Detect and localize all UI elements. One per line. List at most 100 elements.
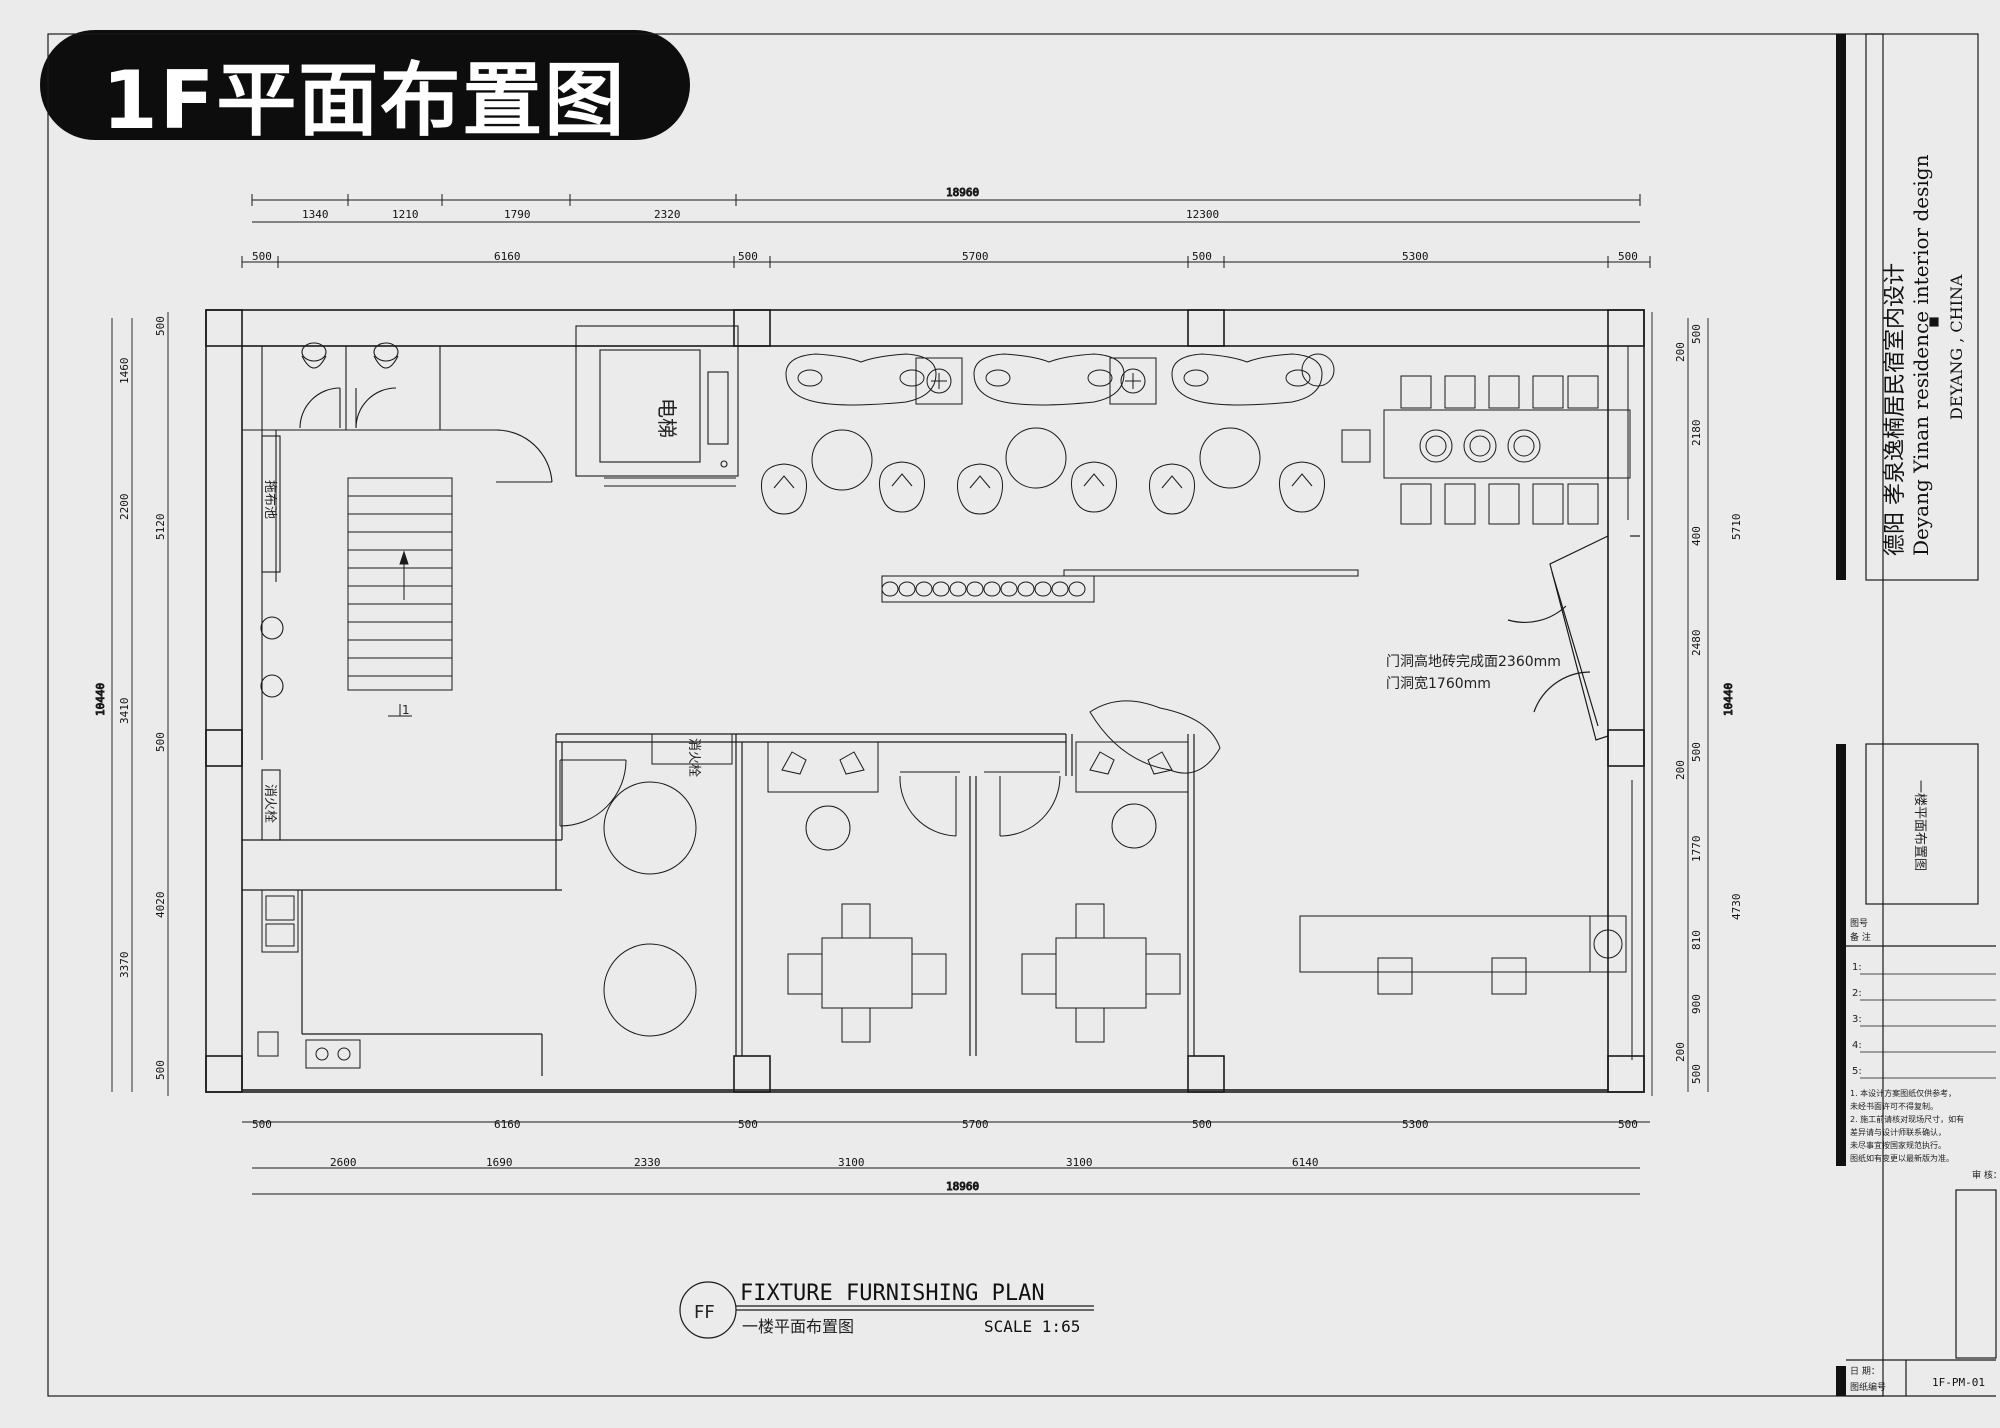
- planter-stone: [1034, 581, 1052, 597]
- dim-left-inner-label: 5120: [154, 514, 167, 541]
- planter-stone: [983, 581, 1001, 597]
- lounge-chair: [878, 461, 926, 513]
- dining-chair: [1444, 375, 1476, 409]
- dim-top-row2-label: 500: [252, 250, 272, 263]
- lounge-chair: [1148, 463, 1196, 515]
- badge-title: 1F平面布置图: [102, 54, 627, 147]
- lounge-chair-cushion: [1083, 473, 1105, 487]
- dim-left-outer-label: 3370: [118, 952, 131, 979]
- title-badge: 1F平面布置图: [40, 30, 690, 147]
- dim-right-inner-label: 810: [1690, 930, 1703, 950]
- note-text: 未经书面许可不得复制。: [1850, 1101, 1938, 1111]
- note-number: 1:: [1852, 962, 1862, 973]
- dim-top-row2-label: 500: [738, 250, 758, 263]
- lower-rooms: [242, 733, 1195, 1076]
- title-block-frame: [1836, 33, 1997, 1397]
- dim-left-outer-label: 3410: [118, 698, 131, 725]
- dim-bottom-row1-label: 500: [1192, 1118, 1212, 1131]
- dim-right-inner-label: 900: [1690, 994, 1703, 1014]
- dining-chair: [1532, 375, 1564, 409]
- dim-bottom-row2-label: 3100: [1066, 1156, 1093, 1169]
- dim-top-row2-label: 5700: [962, 250, 989, 263]
- company-cn: 德阳 孝泉逸楠居民宿室内设计: [1883, 263, 1908, 556]
- hydrant-left-label: 消火栓: [262, 784, 277, 823]
- lounge-chair-cushion: [891, 473, 913, 487]
- dim-top-row1-label: 12300: [1186, 208, 1219, 221]
- review-label: 审 核：: [1972, 1169, 2000, 1181]
- top-dimensions: [241, 194, 1651, 268]
- dim-bottom-row2-label: 1690: [486, 1156, 513, 1169]
- staircase: [347, 477, 453, 717]
- dim-left-inner-label: 500: [154, 1060, 167, 1080]
- dim-left-outer-label: 1460: [118, 358, 131, 385]
- left-dimensions: [111, 312, 169, 1096]
- dim-left-inner-label: 4020: [154, 892, 167, 919]
- plan-title-en: FIXTURE FURNISHING PLAN: [740, 1281, 1045, 1306]
- note-number: 2:: [1852, 988, 1862, 999]
- hydrant-right-label: 消火栓: [686, 738, 701, 777]
- note-text: 未尽事宜按国家规范执行。: [1850, 1140, 1946, 1150]
- dim-right-inner-label: 1770: [1690, 836, 1703, 863]
- note-number: 4:: [1852, 1040, 1862, 1051]
- dim-bottom-row1-label: 500: [1618, 1118, 1638, 1131]
- dining-chairs: [1400, 375, 1599, 525]
- dining-table: [1341, 346, 1631, 520]
- door-note-width: 门洞宽1760mm: [1386, 675, 1491, 692]
- planter-stone: [949, 581, 967, 597]
- lounge-chair: [956, 463, 1004, 515]
- company-location: DEYANG , CHINA: [1947, 274, 1966, 420]
- plan-title-block: [679, 1281, 1094, 1339]
- bar-counter: [1299, 780, 1633, 1060]
- dim-top-row2-label: 6160: [494, 250, 521, 263]
- dim-top-row1-label: 1790: [504, 208, 531, 221]
- note-text: 图纸如有变更以最新版为准。: [1850, 1153, 1954, 1163]
- company-en: Deyang Yinan residence interior design: [1909, 154, 1933, 556]
- dim-bottom-row1-label: 5300: [1402, 1118, 1429, 1131]
- dim-right-inner-label: 2480: [1690, 630, 1703, 657]
- lounge-chair-cushion: [773, 475, 795, 489]
- dim-left-inner-label: 500: [154, 316, 167, 336]
- dim-right-inner-label: 2180: [1690, 420, 1703, 447]
- planter-stone: [966, 581, 984, 597]
- lounge-chair: [760, 463, 808, 515]
- lounge-chairs: [760, 461, 1326, 515]
- lounge-chair-cushion: [1161, 475, 1183, 489]
- note-number: 5:: [1852, 1066, 1862, 1077]
- sheet-border: [47, 33, 1884, 1397]
- dining-chair: [1400, 483, 1432, 525]
- date-label: 日 期：: [1850, 1366, 1880, 1377]
- dim-left-total: 10440: [94, 683, 107, 716]
- plan-marker: FF: [694, 1302, 715, 1323]
- note-text: 1. 本设计方案图纸仅供参考，: [1850, 1088, 1956, 1098]
- room1-furniture: [603, 781, 697, 1037]
- drawing-name: 一楼平面布置图: [1912, 780, 1927, 871]
- dim-top-row1-label: 2320: [654, 208, 681, 221]
- lounge-sofas: [785, 353, 1335, 491]
- dim-top-row1-label: 1210: [392, 208, 419, 221]
- dining-chair: [1444, 483, 1476, 525]
- kitchen-equipment: [257, 889, 361, 1069]
- exterior-walls: [205, 309, 1645, 1093]
- dim-right-inner-label: 500: [1690, 324, 1703, 344]
- dining-chair: [1400, 375, 1432, 409]
- elevator: [575, 325, 739, 487]
- dining-chair: [1488, 483, 1520, 525]
- dim-bottom-total: 18960: [946, 1180, 979, 1193]
- planter-stone: [1068, 581, 1086, 597]
- planter-stone: [1000, 581, 1018, 597]
- dim-right-inner-label: 200: [1674, 342, 1687, 362]
- toilet-block: 拖布池 消火栓: [242, 342, 553, 841]
- drawing-no-label: 图纸编号: [1850, 1381, 1886, 1393]
- dim-right-outer-label: 5710: [1730, 514, 1743, 541]
- drawing-no: 1F-PM-01: [1932, 1376, 1985, 1389]
- right-dimensions: [1651, 312, 1709, 1096]
- dim-top-row1-label: 1340: [302, 208, 329, 221]
- dim-right-inner-label: 200: [1674, 760, 1687, 780]
- lounge-chair: [1070, 461, 1118, 513]
- plan-title-cn: 一楼平面布置图: [742, 1317, 854, 1336]
- note-number: 3:: [1852, 1014, 1862, 1025]
- dim-bottom-row1-label: 6160: [494, 1118, 521, 1131]
- lounge-chair-cushion: [969, 475, 991, 489]
